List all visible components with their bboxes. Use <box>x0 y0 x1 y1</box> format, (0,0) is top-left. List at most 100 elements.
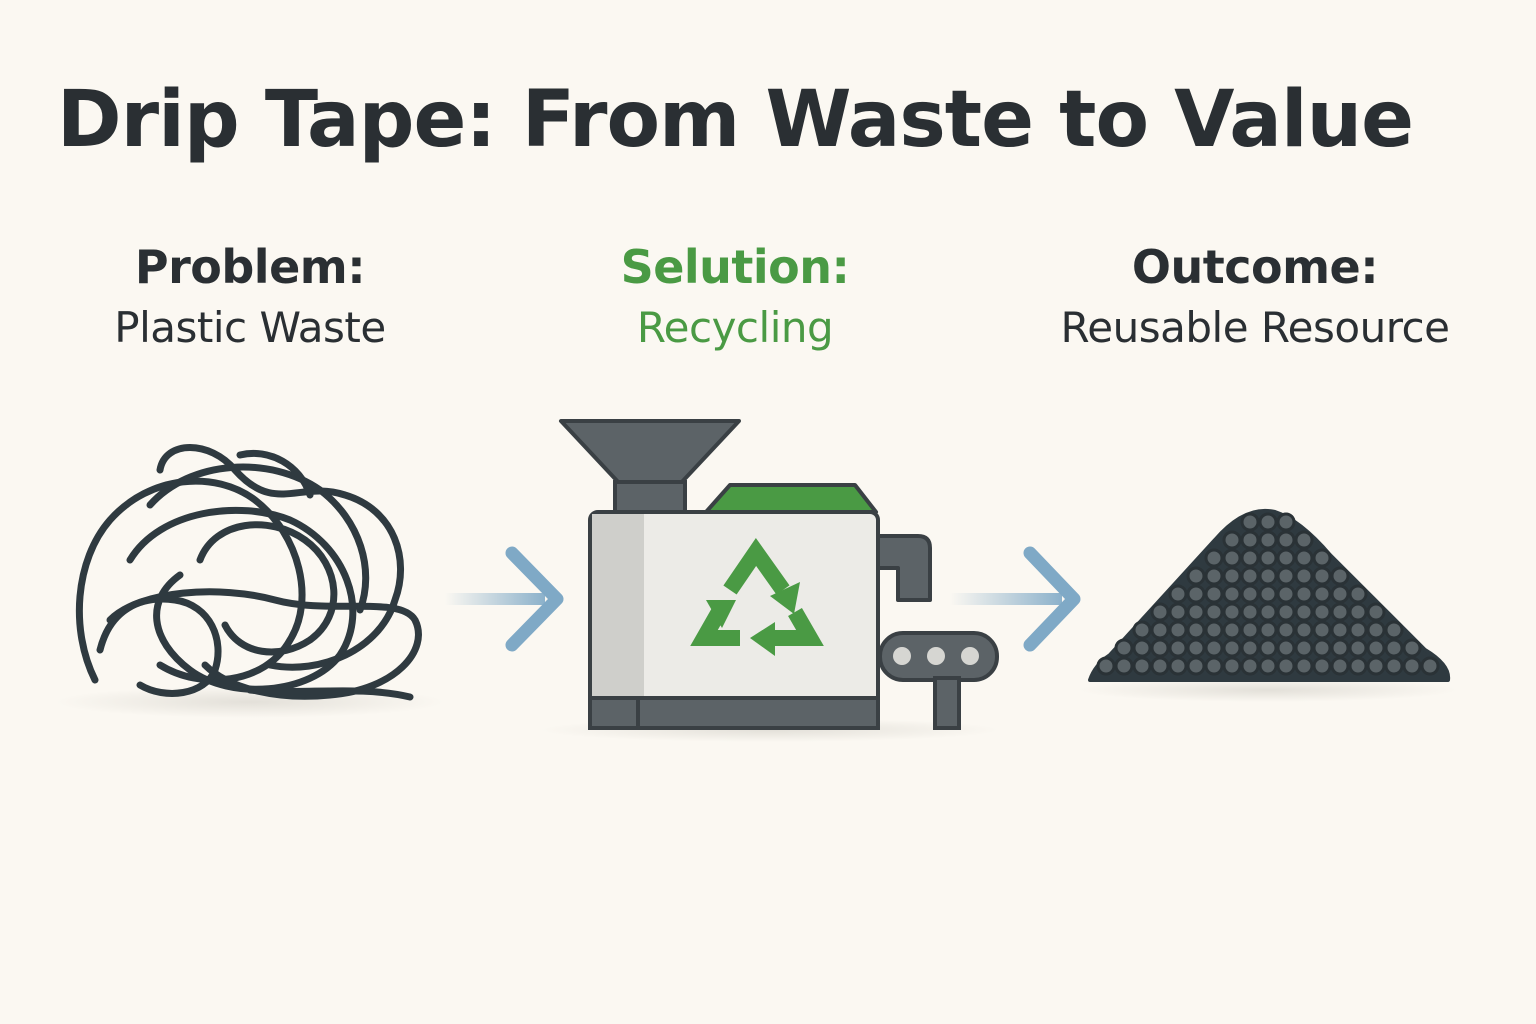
pellet <box>1258 584 1278 604</box>
stage-heading-solution: Selution: <box>620 240 850 294</box>
pellet <box>1258 566 1278 586</box>
tangled-tape-icon <box>55 444 445 718</box>
pellet <box>1420 656 1440 676</box>
pellet <box>1258 548 1278 568</box>
pellet <box>1276 656 1296 676</box>
pellet <box>1114 638 1134 658</box>
pellet <box>1312 656 1332 676</box>
pellet <box>1222 620 1242 640</box>
pellet <box>1222 566 1242 586</box>
pellet <box>1294 584 1314 604</box>
pellet <box>1258 512 1278 532</box>
pellet <box>1276 638 1296 658</box>
pellet <box>1258 602 1278 622</box>
pellet <box>1204 602 1224 622</box>
pellet <box>1312 620 1332 640</box>
pellet <box>1132 638 1152 658</box>
pellet <box>1240 548 1260 568</box>
stage-subtitle-problem: Plastic Waste <box>114 303 386 353</box>
recycle-symbol-icon <box>690 538 824 646</box>
pellet <box>1204 566 1224 586</box>
pellet <box>1312 602 1332 622</box>
pellet <box>1294 602 1314 622</box>
stage-label-problem: Problem: Plastic Waste <box>0 240 500 354</box>
pellet <box>1222 602 1242 622</box>
pellet <box>1294 638 1314 658</box>
pellet <box>1204 548 1224 568</box>
pellet <box>1330 584 1350 604</box>
pellet <box>1096 656 1116 676</box>
page-title: Drip Tape: From Waste to Value <box>56 75 1414 165</box>
pellet <box>1402 638 1422 658</box>
pellet <box>1168 584 1188 604</box>
pellet <box>1384 620 1404 640</box>
pellet <box>1240 584 1260 604</box>
pellet <box>1330 620 1350 640</box>
pellet <box>1276 584 1296 604</box>
pellet <box>1294 656 1314 676</box>
pellet <box>1150 620 1170 640</box>
pellet <box>1150 602 1170 622</box>
pellet <box>1276 602 1296 622</box>
pellet <box>1330 566 1350 586</box>
pellet <box>1294 548 1314 568</box>
pellet <box>1186 566 1206 586</box>
pellet <box>1168 638 1188 658</box>
pellet <box>1186 638 1206 658</box>
pellet <box>1240 602 1260 622</box>
pellet <box>1276 620 1296 640</box>
pellet <box>1276 530 1296 550</box>
pellet <box>1150 638 1170 658</box>
pellet <box>1204 620 1224 640</box>
pellet <box>1240 620 1260 640</box>
stage-heading-problem: Problem: <box>134 240 366 294</box>
pellet <box>1204 584 1224 604</box>
pellet <box>1294 566 1314 586</box>
pellet <box>1186 602 1206 622</box>
pellet <box>1384 656 1404 676</box>
pellet <box>1330 656 1350 676</box>
pellet <box>1258 656 1278 676</box>
pellet <box>1258 530 1278 550</box>
flow-arrow-2-icon <box>950 546 1081 652</box>
pellet <box>1186 620 1206 640</box>
pellet <box>1348 620 1368 640</box>
pellet <box>1240 638 1260 658</box>
pellet <box>1222 584 1242 604</box>
pellet <box>1150 656 1170 676</box>
pellet <box>1348 638 1368 658</box>
pellet <box>1222 656 1242 676</box>
stage-label-solution: Selution: Recycling <box>485 240 985 354</box>
stage-heading-outcome: Outcome: <box>1131 240 1379 294</box>
pellet <box>1222 638 1242 658</box>
pellet <box>1312 638 1332 658</box>
pellet <box>1240 566 1260 586</box>
pellet <box>1330 602 1350 622</box>
pellet <box>1132 656 1152 676</box>
pellet <box>1312 548 1332 568</box>
pellet <box>1294 620 1314 640</box>
pellet <box>1114 656 1134 676</box>
pellet <box>1168 602 1188 622</box>
pellet <box>1312 584 1332 604</box>
pellet <box>1240 530 1260 550</box>
pellet <box>1240 656 1260 676</box>
stage-subtitle-outcome: Reusable Resource <box>1060 303 1450 353</box>
pellet <box>1276 566 1296 586</box>
pellet <box>1132 620 1152 640</box>
pellet <box>1222 530 1242 550</box>
pellet <box>1348 656 1368 676</box>
pellet-pile-icon <box>1078 508 1458 702</box>
recycling-machine-icon <box>540 419 1000 742</box>
pellet <box>1258 620 1278 640</box>
pellet <box>1222 548 1242 568</box>
pellet <box>1402 656 1422 676</box>
flow-arrow-1-icon <box>445 546 564 652</box>
pellet <box>1366 620 1386 640</box>
pellet <box>1312 566 1332 586</box>
pellet <box>1186 584 1206 604</box>
pellet <box>1276 548 1296 568</box>
pellet <box>1348 602 1368 622</box>
pellet <box>1348 584 1368 604</box>
